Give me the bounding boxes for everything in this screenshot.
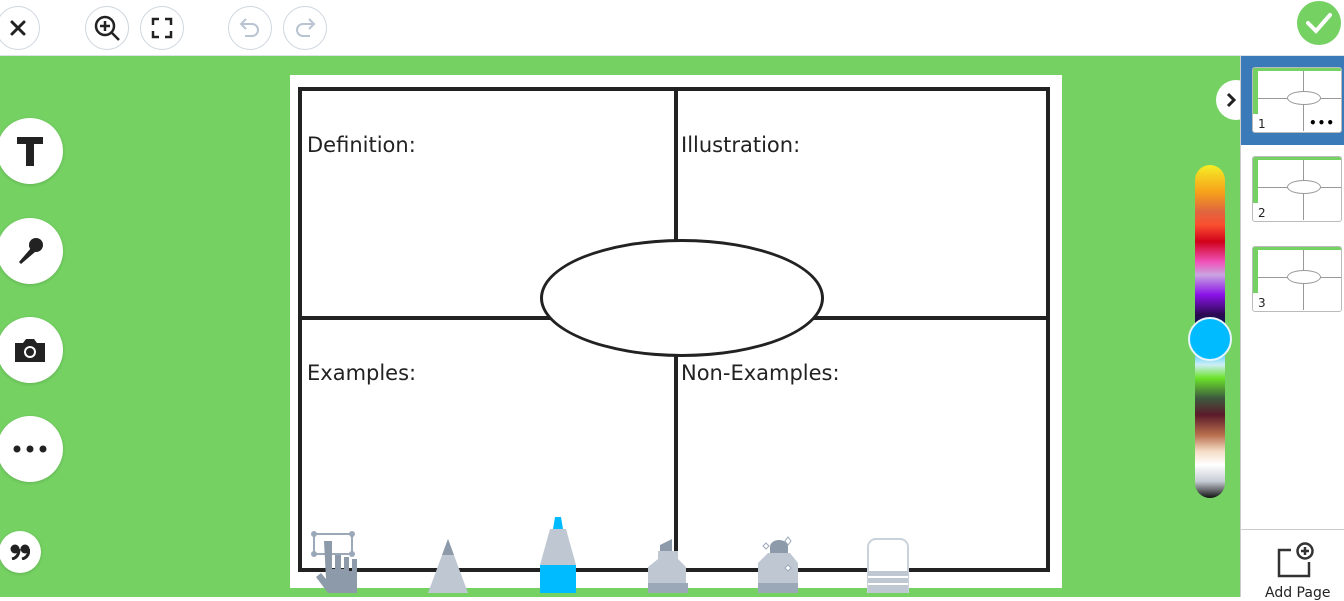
camera-icon [15,339,45,362]
non-examples-label: Non-Examples: [681,361,840,385]
pencil-icon [428,539,468,593]
glitter-tool[interactable] [756,535,802,597]
hand-select-icon [311,531,357,593]
pages-sidebar: 1 ••• 2 3 Add Page [1240,56,1344,601]
page-number: 3 [1258,296,1266,310]
microphone-icon [19,238,43,264]
page-thumbnail-1[interactable]: 1 ••• [1252,67,1342,133]
top-toolbar [0,0,1344,56]
quote-button[interactable] [0,531,41,573]
undo-icon [239,18,259,37]
highlighter-tool[interactable] [646,537,690,597]
chevron-right-icon [1226,92,1237,108]
camera-button[interactable] [0,317,63,383]
done-button[interactable] [1297,1,1341,45]
page-thumbnail-2[interactable]: 2 [1252,156,1342,222]
close-button[interactable] [0,6,40,50]
worksheet-canvas[interactable]: Definition: Illustration: Examples: Non-… [290,75,1062,588]
page-thumbnail-3[interactable]: 3 [1252,246,1342,312]
undo-button[interactable] [228,6,272,50]
color-slider-knob[interactable] [1188,317,1232,361]
drawing-stage: Definition: Illustration: Examples: Non-… [0,56,1256,597]
eraser-tool[interactable] [866,537,910,597]
eraser-icon [867,538,909,594]
page-options-icon[interactable]: ••• [1308,116,1335,130]
add-page-label: Add Page [1265,585,1331,601]
zoom-in-icon [94,15,120,41]
quote-icon [10,544,30,560]
more-tools-button[interactable] [0,416,63,482]
page-number: 1 [1258,117,1266,131]
highlighter-icon [648,539,688,593]
pencil-tool[interactable] [426,537,470,597]
fullscreen-icon [151,17,173,39]
text-tool-button[interactable] [0,118,63,184]
add-page-button[interactable]: Add Page [1241,529,1344,601]
marker-tool[interactable] [536,515,580,597]
close-icon [10,20,26,36]
select-hand-tool[interactable] [308,531,368,597]
illustration-label: Illustration: [681,133,801,157]
definition-label: Definition: [307,133,416,157]
redo-button[interactable] [283,6,327,50]
center-oval [540,239,824,357]
zoom-in-button[interactable] [85,6,129,50]
examples-label: Examples: [307,361,417,385]
page-number: 2 [1258,206,1266,220]
glitter-icon [758,536,798,593]
marker-icon [540,517,576,593]
redo-icon [296,18,316,37]
microphone-button[interactable] [0,218,63,284]
frayer-model-frame: Definition: Illustration: Examples: Non-… [298,87,1050,572]
text-icon [17,137,43,166]
fullscreen-button[interactable] [140,6,184,50]
checkmark-icon [1306,13,1332,34]
more-icon [13,445,47,453]
add-page-icon [1277,542,1314,578]
